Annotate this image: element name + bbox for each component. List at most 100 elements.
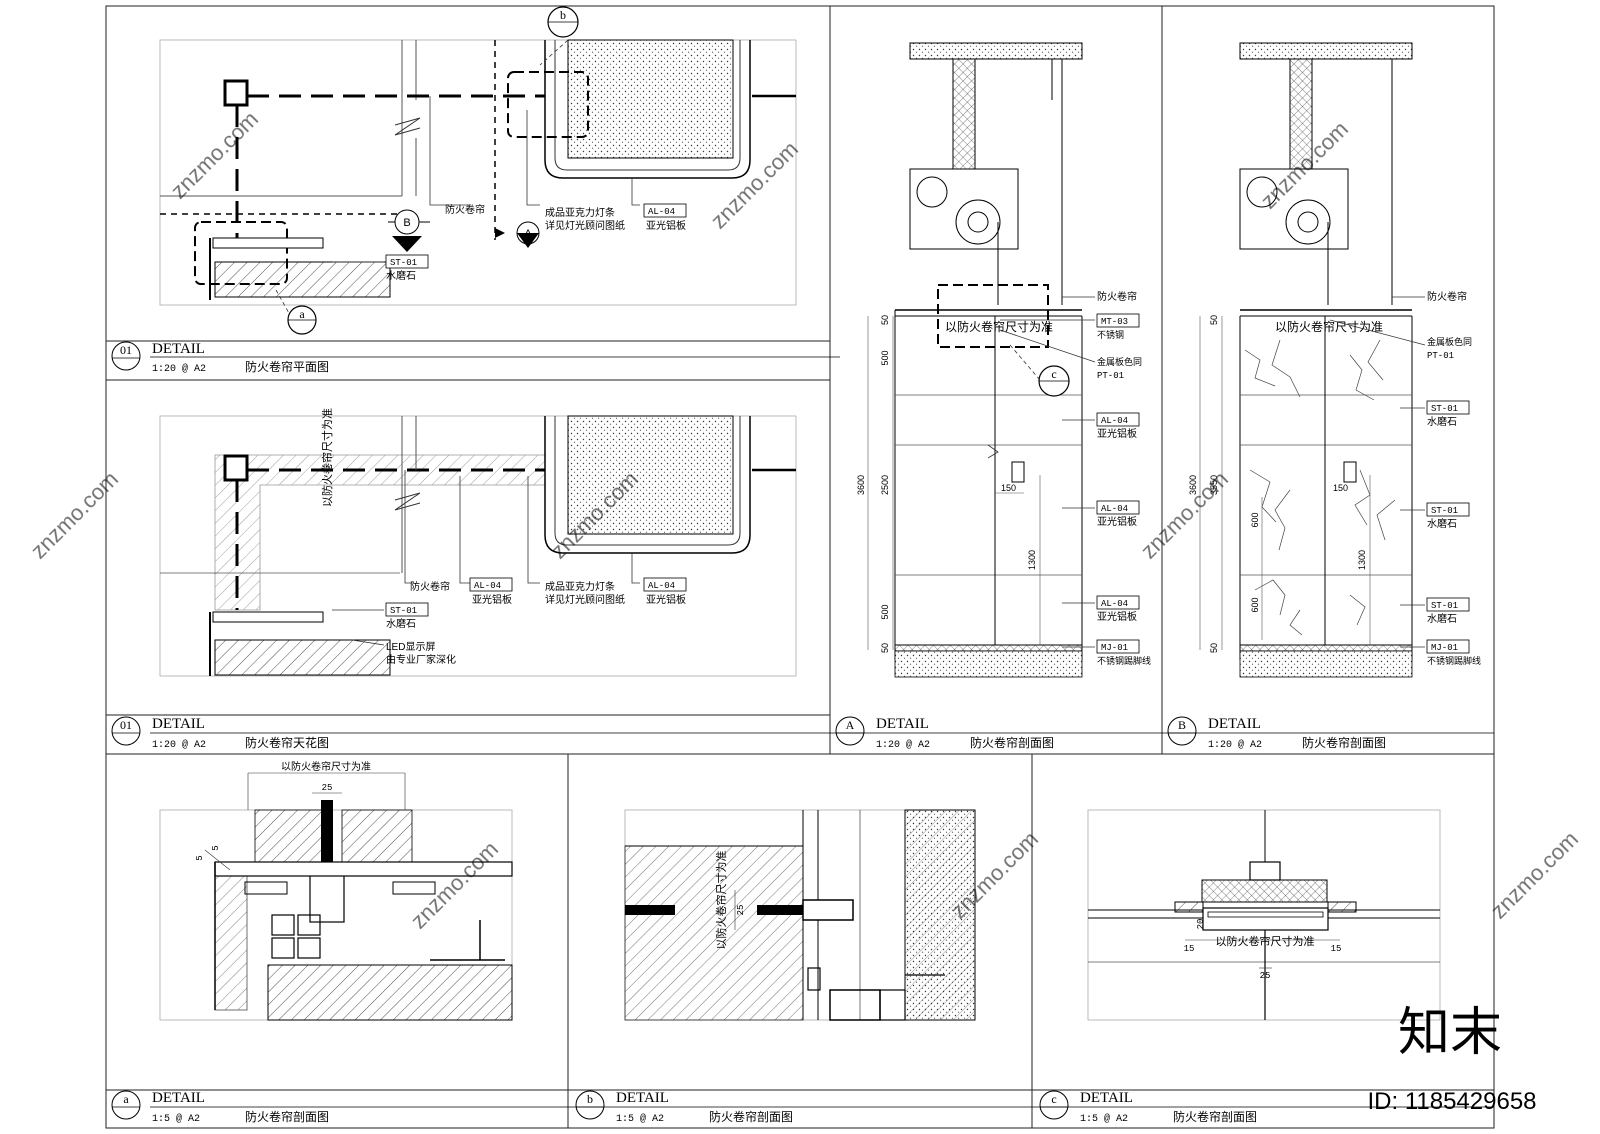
svg-text:防火卷帘剖面图: 防火卷帘剖面图 [1302, 735, 1386, 750]
svg-text:01: 01 [120, 343, 132, 357]
svg-text:25: 25 [1260, 971, 1271, 981]
title-block-B: B DETAIL 1:20 @ A2 防火卷帘剖面图 [1167, 716, 1386, 751]
svg-text:b: b [587, 1092, 593, 1106]
svg-text:以防火卷帘尺寸为准: 以防火卷帘尺寸为准 [945, 319, 1053, 334]
svg-text:ST-01: ST-01 [1431, 506, 1458, 516]
panel-A-labels: 防火卷帘 以防火卷帘尺寸为准 MT-03 不锈钢 金属板色同 PT-01 AL-… [945, 290, 1151, 666]
svg-text:b: b [560, 8, 566, 22]
panel-A-section [867, 42, 1096, 678]
svg-text:a: a [123, 1092, 129, 1106]
svg-text:AL-04: AL-04 [1101, 504, 1128, 514]
svg-text:01: 01 [120, 718, 132, 732]
svg-text:以防火卷帘尺寸为准: 以防火卷帘尺寸为准 [1275, 319, 1383, 334]
svg-text:防火卷帘剖面图: 防火卷帘剖面图 [709, 1109, 793, 1124]
svg-text:50: 50 [1209, 643, 1219, 653]
svg-text:不锈钢踢脚线: 不锈钢踢脚线 [1427, 655, 1481, 666]
svg-text:25: 25 [736, 905, 746, 916]
svg-text:AL-04: AL-04 [648, 207, 675, 217]
svg-text:25: 25 [322, 783, 333, 793]
svg-text:DETAIL: DETAIL [152, 1090, 205, 1106]
svg-text:DETAIL: DETAIL [152, 716, 205, 732]
svg-text:ST-01: ST-01 [1431, 601, 1458, 611]
panel-01b-labels: 以防火卷帘尺寸为准 防火卷帘 AL-04 亚光铝板 成品亚克力灯条 详见灯光顾问… [320, 408, 687, 666]
svg-text:600: 600 [1250, 597, 1260, 612]
svg-text:防火卷帘: 防火卷帘 [410, 580, 450, 593]
svg-text:1:20 @ A2: 1:20 @ A2 [876, 739, 930, 751]
svg-text:DETAIL: DETAIL [876, 716, 929, 732]
svg-text:150: 150 [1333, 483, 1348, 493]
svg-text:防火卷帘: 防火卷帘 [445, 203, 485, 216]
svg-text:2500: 2500 [880, 475, 890, 495]
svg-text:B: B [403, 217, 410, 229]
svg-text:以防火卷帘尺寸为准: 以防火卷帘尺寸为准 [1216, 934, 1315, 948]
panel-B-section [1199, 42, 1426, 678]
svg-text:AL-04: AL-04 [1101, 599, 1128, 609]
svg-text:ST-01: ST-01 [1431, 404, 1458, 414]
svg-text:水磨石: 水磨石 [1427, 416, 1457, 428]
svg-text:3600: 3600 [856, 475, 866, 495]
svg-text:不锈钢: 不锈钢 [1097, 329, 1124, 340]
svg-text:PT-01: PT-01 [1097, 371, 1124, 381]
svg-text:亚光铝板: 亚光铝板 [1097, 515, 1137, 528]
panel-a-detail [159, 772, 513, 1021]
svg-text:1:20 @ A2: 1:20 @ A2 [152, 739, 206, 751]
svg-text:znzmo.com: znzmo.com [1136, 466, 1233, 563]
title-block-01a: 01 DETAIL 1:20 @ A2 防火卷帘平面图 [106, 340, 840, 375]
panel-b-detail [624, 809, 976, 1021]
svg-text:以防火卷帘尺寸为准: 以防火卷帘尺寸为准 [320, 408, 334, 507]
svg-text:不锈钢踢脚线: 不锈钢踢脚线 [1097, 655, 1151, 666]
svg-text:DETAIL: DETAIL [1080, 1090, 1133, 1106]
svg-text:50: 50 [1209, 315, 1219, 325]
svg-text:防火卷帘剖面图: 防火卷帘剖面图 [245, 1109, 329, 1124]
svg-text:DETAIL: DETAIL [152, 341, 205, 357]
title-block-A: A DETAIL 1:20 @ A2 防火卷帘剖面图 [835, 716, 1054, 751]
svg-text:50: 50 [880, 643, 890, 653]
svg-text:MJ-01: MJ-01 [1431, 643, 1458, 653]
svg-text:亚光铝板: 亚光铝板 [646, 593, 686, 606]
svg-text:详见灯光顾问图纸: 详见灯光顾问图纸 [545, 219, 625, 232]
svg-text:A: A [524, 228, 532, 240]
svg-text:亚光铝板: 亚光铝板 [646, 219, 686, 232]
svg-text:AL-04: AL-04 [648, 581, 675, 591]
svg-text:防火卷帘天花图: 防火卷帘天花图 [245, 735, 329, 750]
svg-text:PT-01: PT-01 [1427, 351, 1454, 361]
watermark-brand: 知末 ID: 1185429658 [1367, 1004, 1536, 1115]
callout-c: c [1038, 365, 1070, 397]
svg-text:1:5 @ A2: 1:5 @ A2 [152, 1113, 200, 1125]
callout-a: a [287, 305, 317, 335]
svg-text:MJ-01: MJ-01 [1101, 643, 1128, 653]
svg-text:150: 150 [1001, 483, 1016, 493]
svg-text:金属板色同: 金属板色同 [1097, 356, 1142, 367]
svg-text:1300: 1300 [1027, 550, 1037, 570]
svg-text:ID: 1185429658: ID: 1185429658 [1367, 1088, 1536, 1115]
title-block-01b: 01 DETAIL 1:20 @ A2 防火卷帘天花图 [106, 714, 1494, 751]
panel-01a-labels: 防火卷帘 成品亚克力灯条 详见灯光顾问图纸 AL-04 亚光铝板 ST-01 水… [385, 203, 687, 282]
callout-b: b [547, 6, 579, 38]
svg-text:DETAIL: DETAIL [616, 1090, 669, 1106]
panel-c-labels: 以防火卷帘尺寸为准 25 20 15 15 [1184, 919, 1342, 981]
svg-text:防火卷帘剖面图: 防火卷帘剖面图 [1173, 1109, 1257, 1124]
svg-text:水磨石: 水磨石 [1427, 613, 1457, 625]
svg-text:AL-04: AL-04 [474, 581, 501, 591]
svg-text:3600: 3600 [1188, 475, 1198, 495]
panel-01-plan [159, 39, 797, 316]
svg-text:MT-03: MT-03 [1101, 317, 1128, 327]
panel-01-ceiling [159, 415, 797, 677]
svg-text:1:20 @ A2: 1:20 @ A2 [152, 363, 206, 375]
svg-text:c: c [1051, 1092, 1056, 1106]
svg-text:LED显示屏: LED显示屏 [386, 641, 435, 653]
svg-text:DETAIL: DETAIL [1208, 716, 1261, 732]
svg-text:5: 5 [195, 855, 205, 860]
svg-text:金属板色同: 金属板色同 [1427, 336, 1472, 347]
svg-text:15: 15 [1184, 944, 1195, 954]
title-block-a: a DETAIL 1:5 @ A2 防火卷帘剖面图 [106, 1089, 1494, 1125]
svg-text:B: B [1178, 718, 1186, 732]
svg-text:1:5 @ A2: 1:5 @ A2 [616, 1113, 664, 1125]
svg-text:水磨石: 水磨石 [386, 618, 416, 630]
svg-text:ST-01: ST-01 [390, 258, 417, 268]
svg-text:20: 20 [1196, 919, 1206, 930]
section-mark-B: B [388, 209, 430, 252]
title-block-b: b DETAIL 1:5 @ A2 防火卷帘剖面图 [575, 1090, 793, 1125]
svg-text:50: 50 [880, 315, 890, 325]
svg-text:防火卷帘平面图: 防火卷帘平面图 [245, 359, 329, 374]
